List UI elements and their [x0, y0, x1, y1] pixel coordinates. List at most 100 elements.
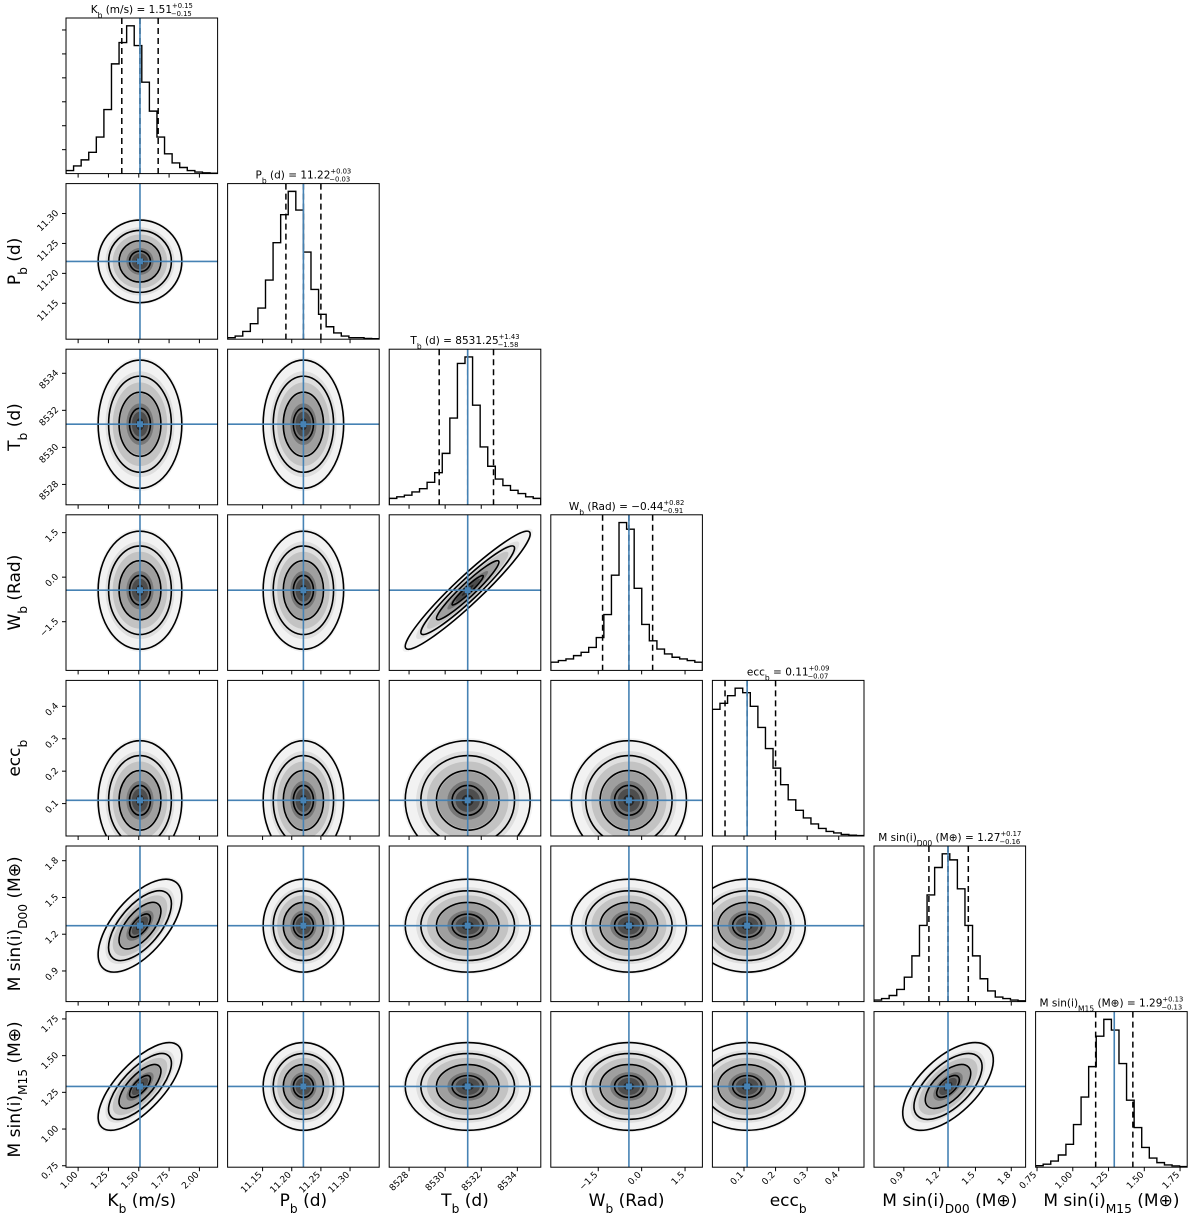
x-axis-label-ecc: eccb: [770, 1191, 807, 1214]
panel-frame: [227, 348, 380, 506]
y-tick-label: 1.00: [40, 1124, 61, 1145]
panel-MD00-MD00: M sin(i)D00 (M⊕) = 1.27+0.17−0.16: [873, 830, 1027, 1006]
panel-K-K: Kb (m/s) = 1.51+0.15−0.15: [62, 2, 219, 178]
panel-T-P: [227, 348, 380, 509]
panel-frame: [65, 1011, 219, 1168]
panel-frame: [711, 1011, 865, 1168]
y-axis-label-T: Tb (d): [5, 403, 30, 452]
y-tick-label: 1.2: [44, 929, 61, 946]
y-tick-label: 1.5: [44, 893, 61, 910]
y-tick-label: 11.15: [36, 298, 61, 323]
truth-point: [136, 258, 143, 265]
x-tick-label: 1.50: [1125, 1170, 1146, 1191]
x-axis-label-MD00: M sin(i)D00 (M⊕): [882, 1191, 1017, 1214]
y-tick-label: 0.75: [40, 1161, 61, 1182]
y-tick-label: 11.25: [36, 238, 61, 263]
contour-2: [420, 545, 516, 636]
panel-ecc-W: [550, 679, 703, 840]
y-tick-label: 8534: [38, 368, 61, 391]
panel-frame: [388, 514, 542, 671]
truth-point: [625, 1083, 632, 1090]
contour-2: [107, 1052, 173, 1121]
title-P: Pb (d) = 11.22+0.03−0.03: [256, 168, 352, 186]
y-tick-label: 1.25: [40, 1087, 61, 1108]
panel-frame: [550, 845, 703, 1003]
title-W: Wb (Rad) = −0.44+0.82−0.91: [569, 499, 684, 517]
y-tick-label: 8532: [38, 405, 61, 428]
y-tick-label: −1.5: [39, 617, 62, 640]
truth-point: [300, 1083, 307, 1090]
y-axis-label-MM15: M sin(i)M15 (M⊕): [5, 1021, 30, 1157]
hist-K: [66, 25, 218, 174]
x-tick-label: 1.25: [1089, 1170, 1110, 1191]
panel-frame: [388, 348, 542, 506]
x-tick-label: 11.15: [239, 1170, 264, 1195]
truth-point: [464, 922, 471, 929]
panel-frame: [65, 183, 219, 340]
panel-frame: [388, 679, 542, 837]
panel-W-K: −1.50.01.5: [39, 514, 219, 675]
panel-ecc-T: [388, 679, 542, 840]
y-tick-label: 0.3: [44, 734, 61, 751]
contour-2: [107, 889, 173, 962]
x-tick-label: 0.9: [889, 1170, 906, 1187]
x-tick-label: 0.1: [729, 1170, 746, 1187]
x-axis-label-P: Pb (d): [280, 1191, 328, 1214]
truth-point: [464, 797, 471, 804]
title-T: Tb (d) = 8531.25+1.43−1.58: [409, 333, 519, 351]
y-axis-label-W: Wb (Rad): [5, 555, 30, 631]
contour-1: [118, 1063, 162, 1110]
truth-point: [625, 922, 632, 929]
x-tick-label: 1.8: [996, 1170, 1013, 1187]
panel-frame: [65, 17, 219, 175]
y-tick-label: 0.2: [44, 766, 61, 783]
title-ecc: eccb = 0.11+0.09−0.07: [747, 664, 830, 682]
x-tick-label: 2.00: [180, 1170, 201, 1191]
contour-3: [97, 878, 183, 973]
title-K: Kb (m/s) = 1.51+0.15−0.15: [91, 2, 193, 20]
truth-point: [300, 421, 307, 428]
y-tick-label: 0.4: [44, 701, 61, 718]
panel-MD00-W: [550, 845, 703, 1006]
truth-point: [136, 421, 143, 428]
panel-MD00-T: [388, 845, 542, 1006]
x-tick-label: 1.75: [150, 1170, 171, 1191]
panel-ecc-K: 0.10.20.30.4: [44, 679, 219, 840]
x-axis-label-K: Kb (m/s): [107, 1191, 176, 1214]
x-tick-label: 1.00: [1054, 1170, 1075, 1191]
contour-0: [128, 913, 152, 939]
y-axis-label-ecc: eccb: [5, 740, 30, 777]
truth-point: [136, 922, 143, 929]
truth-point: [945, 1083, 952, 1090]
truth-point: [744, 922, 751, 929]
panel-frame: [65, 845, 219, 1003]
y-tick-label: 0.9: [44, 966, 61, 983]
x-tick-label: 1.00: [59, 1170, 80, 1191]
panel-frame: [711, 679, 865, 837]
panel-P-P: Pb (d) = 11.22+0.03−0.03: [227, 168, 380, 344]
hist-W: [550, 521, 703, 671]
panel-MD00-K: 0.91.21.51.8: [44, 845, 219, 1006]
y-tick-label: 8530: [38, 442, 61, 465]
contour-3: [97, 1041, 183, 1132]
x-tick-label: 1.5: [670, 1170, 687, 1187]
hist-MD00: [874, 853, 1026, 1002]
x-tick-label: −1.5: [578, 1170, 601, 1193]
panel-frame: [388, 845, 542, 1003]
x-axis-label-MM15: M sin(i)M15 (M⊕): [1043, 1191, 1179, 1214]
contour-2: [913, 1052, 983, 1121]
x-axis-label-W: Wb (Rad): [589, 1191, 665, 1214]
truth-point: [464, 587, 471, 594]
panel-frame: [873, 1011, 1027, 1168]
y-axis-label-P: Pb (d): [5, 238, 30, 286]
panel-ecc-P: [227, 679, 380, 840]
truth-point: [464, 1083, 471, 1090]
panel-frame: [711, 845, 865, 1003]
panel-frame: [550, 514, 703, 671]
